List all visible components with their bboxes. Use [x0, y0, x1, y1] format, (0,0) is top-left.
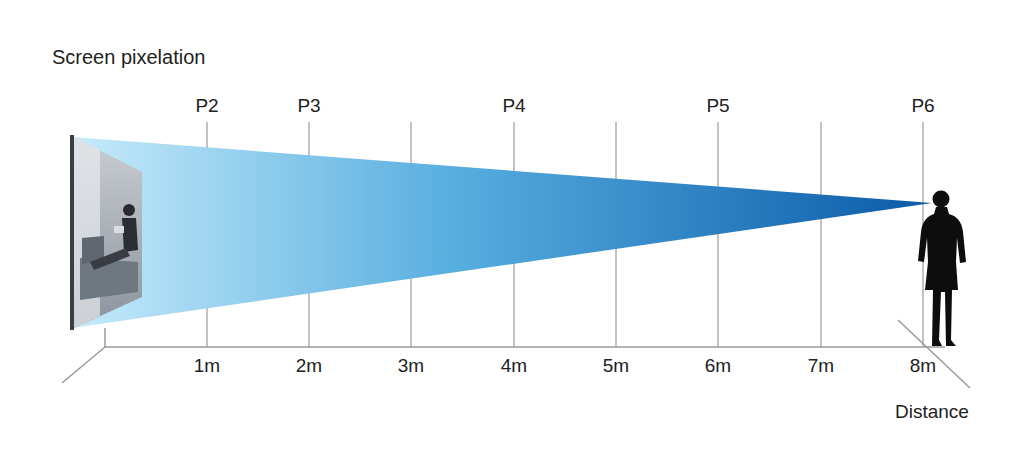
axis-title: Distance — [895, 401, 969, 423]
distance-label: 2m — [296, 355, 322, 377]
pixel-pitch-label: P4 — [502, 95, 525, 117]
screen-picture — [70, 135, 142, 330]
pixel-pitch-label: P3 — [297, 95, 320, 117]
pixel-pitch-label: P5 — [706, 95, 729, 117]
view-wedge — [72, 137, 932, 328]
person-silhouette — [918, 191, 966, 347]
distance-label: 6m — [705, 355, 731, 377]
distance-label: 4m — [501, 355, 527, 377]
distance-label: 3m — [398, 355, 424, 377]
axis-title: Screen pixelation — [52, 46, 205, 69]
pixel-pitch-label: P2 — [195, 95, 218, 117]
floor-lines — [62, 320, 970, 388]
distance-label: 8m — [910, 355, 936, 377]
distance-label: 1m — [194, 355, 220, 377]
distance-label: 5m — [603, 355, 629, 377]
distance-label: 7m — [808, 355, 834, 377]
pixel-pitch-label: P6 — [911, 95, 934, 117]
